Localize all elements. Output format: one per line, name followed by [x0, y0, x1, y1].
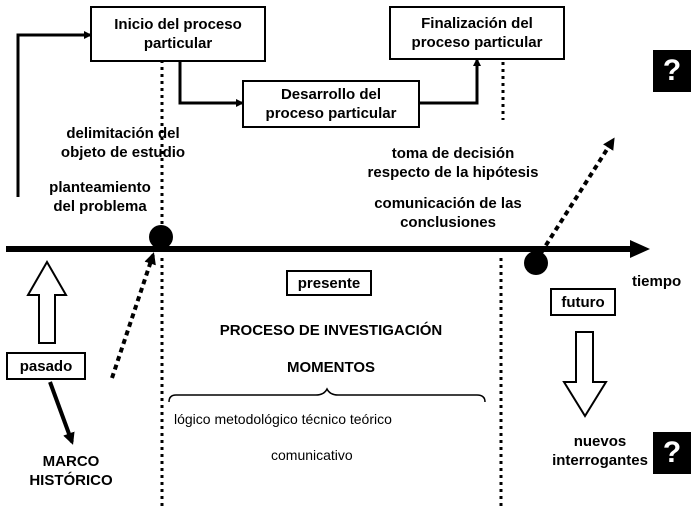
inicio-label: Inicio del proceso particular: [114, 16, 242, 52]
presente-box: presente: [286, 270, 372, 296]
tiempo-label: tiempo: [632, 273, 682, 290]
momentos-list: lógico metodológico técnico teórico: [174, 411, 392, 427]
desarrollo-label: Desarrollo del proceso particular: [265, 86, 397, 122]
dotted-arrow-to-future: [539, 137, 615, 255]
momentos-brace: [168, 387, 486, 403]
delimitacion-label: delimitación del objeto de estudio: [60, 125, 186, 161]
question-mark-icon: ?: [653, 432, 691, 474]
comunicativo-label: comunicativo: [271, 447, 353, 463]
nuevos-interrogantes-label: nuevos interrogantes: [552, 433, 648, 469]
hollow-up-arrow: [26, 259, 68, 344]
pasado-box: pasado: [6, 352, 86, 380]
futuro-box: futuro: [550, 288, 616, 316]
dotted-arrow-to-present: [110, 252, 156, 379]
presente-label: presente: [297, 274, 361, 292]
proceso-title: PROCESO DE INVESTIGACIÓN: [219, 322, 443, 339]
present-start-dot: [149, 225, 173, 249]
planteamiento-label: planteamiento del problema: [49, 179, 151, 215]
momentos-title: MOMENTOS: [286, 359, 376, 376]
arrow-pasado-marco: [48, 381, 75, 445]
futuro-label: futuro: [561, 293, 605, 311]
hollow-down-arrow: [562, 331, 608, 418]
question-mark-icon: ?: [653, 50, 691, 92]
inicio-box: Inicio del proceso particular: [90, 6, 266, 62]
pasado-label: pasado: [19, 357, 73, 375]
comunicacion-label: comunicación de las conclusiones: [374, 195, 522, 231]
toma-decision-label: toma de decisión respecto de la hipótesi…: [367, 145, 539, 181]
desarrollo-box: Desarrollo del proceso particular: [242, 80, 420, 128]
finalizacion-label: Finalización del proceso particular: [411, 15, 543, 51]
connector-to-inicio: [16, 31, 92, 197]
finalizacion-box: Finalización del proceso particular: [389, 6, 565, 60]
marco-historico-label: MARCO HISTÓRICO: [29, 453, 113, 489]
connector-inicio-desarrollo: [178, 62, 244, 107]
future-start-dot: [524, 251, 548, 275]
connector-desarrollo-finalizacion: [420, 58, 481, 105]
